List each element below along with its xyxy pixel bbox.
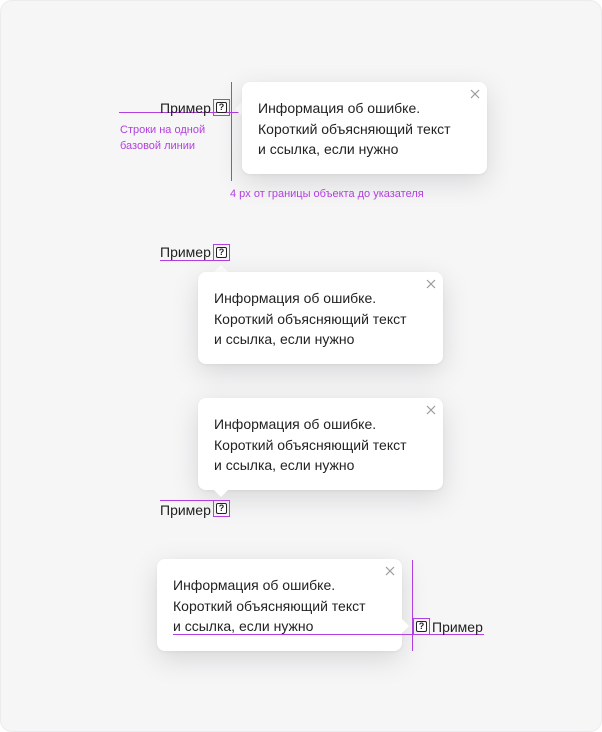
help-icon[interactable]: ? xyxy=(216,503,227,514)
offset-annotation: 4 px от границы объекта до указателя xyxy=(230,188,424,200)
example-label: Пример xyxy=(160,100,211,116)
close-icon[interactable] xyxy=(469,88,481,100)
example-label: Пример xyxy=(160,502,211,518)
tooltip: Информация об ошибке. Короткий объясняющ… xyxy=(198,398,443,490)
tooltip-text: Информация об ошибке. Короткий объясняющ… xyxy=(258,98,451,160)
tooltip-pointer xyxy=(235,102,242,116)
tooltip-line: и ссылка, если нужно xyxy=(173,618,314,634)
tooltip: Информация об ошибке. Короткий объясняющ… xyxy=(198,272,443,364)
example-label: Пример xyxy=(160,244,211,260)
tooltip-line: Информация об ошибке. xyxy=(173,577,336,593)
tooltip-text: Информация об ошибке. Короткий объясняющ… xyxy=(173,575,366,637)
annotation-line: Строки на одной xyxy=(120,124,206,136)
tooltip-pointer xyxy=(214,490,228,497)
close-icon[interactable] xyxy=(425,278,437,290)
tooltip-line: Короткий объясняющий текст xyxy=(173,597,366,614)
offset-guide xyxy=(231,82,232,181)
tooltip-line: Информация об ошибке. xyxy=(258,100,421,116)
tooltip-line: Короткий объясняющий текст xyxy=(214,436,407,453)
help-icon-bounds xyxy=(213,99,230,116)
example-label: Пример xyxy=(432,619,483,635)
tooltip-line: Информация об ошибке. xyxy=(214,290,377,306)
tooltip-line: Короткий объясняющий текст xyxy=(214,310,407,327)
tooltip: Информация об ошибке. Короткий объясняющ… xyxy=(242,82,487,174)
offset-guide xyxy=(160,500,230,501)
tooltip-line: Информация об ошибке. xyxy=(214,416,377,432)
tooltip-line: и ссылка, если нужно xyxy=(214,457,355,473)
baseline-guide xyxy=(173,634,484,635)
offset-guide xyxy=(160,260,230,261)
tooltip-line: Короткий объясняющий текст xyxy=(258,120,451,137)
help-icon-bounds xyxy=(413,618,430,635)
annotation-line: базовой линии xyxy=(120,140,196,152)
tooltip-text: Информация об ошибке. Короткий объясняющ… xyxy=(214,288,407,350)
help-icon[interactable]: ? xyxy=(216,247,227,258)
tooltip-line: и ссылка, если нужно xyxy=(214,331,355,347)
baseline-annotation: Строки на одной базовой линии xyxy=(120,122,205,154)
close-icon[interactable] xyxy=(384,565,396,577)
help-icon-bounds xyxy=(213,500,230,517)
tooltip-pointer xyxy=(214,265,228,272)
tooltip-pointer xyxy=(402,619,409,633)
tooltip-text: Информация об ошибке. Короткий объясняющ… xyxy=(214,414,407,476)
help-icon[interactable]: ? xyxy=(416,621,427,632)
tooltip: Информация об ошибке. Короткий объясняющ… xyxy=(157,559,402,651)
help-icon[interactable]: ? xyxy=(216,102,227,113)
tooltip-line: и ссылка, если нужно xyxy=(258,141,399,157)
close-icon[interactable] xyxy=(425,404,437,416)
offset-guide xyxy=(412,560,413,651)
